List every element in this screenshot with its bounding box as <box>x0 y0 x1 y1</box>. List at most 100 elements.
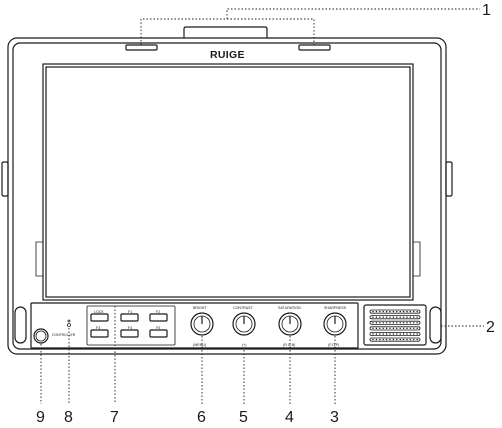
speaker-hole <box>372 327 374 330</box>
speaker-hole <box>372 322 374 324</box>
speaker-hole <box>413 338 415 341</box>
svg-text:BRIGHT: BRIGHT <box>193 306 207 310</box>
f3-button[interactable] <box>90 329 109 338</box>
speaker-hole <box>385 333 388 335</box>
speaker-hole <box>402 333 405 335</box>
speaker-hole <box>413 322 415 324</box>
svg-text:SHARPNESS: SHARPNESS <box>324 306 347 310</box>
callout-3: 3 <box>330 409 339 426</box>
speaker-hole <box>396 322 398 324</box>
speaker-hole <box>396 327 398 330</box>
top-handle <box>183 26 268 38</box>
svg-text:F5: F5 <box>156 326 160 330</box>
speaker-hole <box>392 310 395 313</box>
f2-button[interactable] <box>149 313 168 322</box>
lcd-screen <box>45 66 411 298</box>
left-side-ear <box>1 161 9 197</box>
speaker-hole <box>379 310 381 313</box>
control-panel <box>30 302 359 349</box>
speaker-hole <box>382 322 384 324</box>
speaker-hole <box>396 333 398 335</box>
speaker-hole <box>399 310 401 313</box>
speaker-hole <box>396 338 398 341</box>
callout-1: 1 <box>482 2 491 19</box>
speaker-hole <box>392 338 395 341</box>
speaker-hole <box>372 333 374 335</box>
svg-text:CONTRAST: CONTRAST <box>233 306 254 310</box>
knob-sharpness[interactable]: SHARPNESS (F.O.P) <box>323 306 347 347</box>
speaker-hole <box>399 338 401 341</box>
speaker-hole <box>406 338 408 341</box>
speaker-hole <box>402 327 405 330</box>
callout-6: 6 <box>197 409 206 426</box>
callout-4: 4 <box>285 409 294 426</box>
speaker-hole <box>409 322 412 324</box>
speaker-hole <box>382 333 384 335</box>
speaker-hole <box>379 333 381 335</box>
speaker-hole <box>385 316 388 318</box>
right-side-ear <box>445 161 453 197</box>
monitor-bezel <box>12 42 442 350</box>
speaker-grille-row <box>369 315 421 320</box>
speaker-hole <box>409 310 412 313</box>
speaker-hole <box>406 333 408 335</box>
svg-text:F4: F4 <box>128 326 132 330</box>
callout-8: 8 <box>64 409 73 426</box>
speaker-hole <box>416 333 418 335</box>
speaker-hole <box>375 322 378 324</box>
speaker-hole <box>389 338 391 341</box>
speaker-hole <box>385 310 388 313</box>
tally-indicator <box>67 319 71 327</box>
speaker-hole <box>409 333 412 335</box>
speaker-hole <box>385 322 388 324</box>
speaker-hole <box>382 338 384 341</box>
speaker-hole <box>379 316 381 318</box>
power-button[interactable] <box>33 328 49 344</box>
speaker-hole <box>382 310 384 313</box>
speaker-grille <box>363 304 427 346</box>
svg-text:(+): (+) <box>242 343 247 347</box>
speaker-hole <box>379 338 381 341</box>
speaker-hole <box>416 338 418 341</box>
callout-7: 7 <box>110 409 119 426</box>
speaker-hole <box>389 310 391 313</box>
f5-button[interactable] <box>149 329 168 338</box>
speaker-hole <box>389 327 391 330</box>
speaker-hole <box>375 333 378 335</box>
svg-text:(MENU): (MENU) <box>193 343 206 347</box>
f1-button[interactable] <box>120 313 139 322</box>
speaker-hole <box>375 327 378 330</box>
speaker-hole <box>413 333 415 335</box>
knob-contrast[interactable]: CONTRAST (+) <box>232 306 256 347</box>
speaker-hole <box>389 333 391 335</box>
speaker-hole <box>392 333 395 335</box>
speaker-grille-row <box>369 331 421 336</box>
f4-button[interactable] <box>120 329 139 338</box>
speaker-hole <box>392 327 395 330</box>
speaker-grille-row <box>369 309 421 314</box>
speaker-hole <box>413 310 415 313</box>
speaker-hole <box>379 322 381 324</box>
speaker-hole <box>379 327 381 330</box>
svg-text:LOCK: LOCK <box>94 310 104 314</box>
speaker-hole <box>399 327 401 330</box>
knob-bright[interactable]: BRIGHT (MENU) <box>190 306 214 347</box>
speaker-hole <box>406 322 408 324</box>
lock-button[interactable] <box>90 313 109 322</box>
speaker-hole <box>382 327 384 330</box>
speaker-hole <box>392 322 395 324</box>
speaker-hole <box>375 316 378 318</box>
callout-5: 5 <box>239 409 248 426</box>
lcd-screen-outer <box>42 63 414 301</box>
speaker-hole <box>402 338 405 341</box>
controller-label: CONTROLLER <box>52 333 76 337</box>
knob-saturation[interactable]: SATURATION (R.G.B) <box>278 306 302 347</box>
speaker-hole <box>385 327 388 330</box>
speaker-hole <box>399 333 401 335</box>
speaker-grille-row <box>369 320 421 325</box>
speaker-hole <box>385 338 388 341</box>
callout-2: 2 <box>486 319 495 336</box>
power-button-inner <box>35 330 47 342</box>
speaker-hole <box>372 310 374 313</box>
